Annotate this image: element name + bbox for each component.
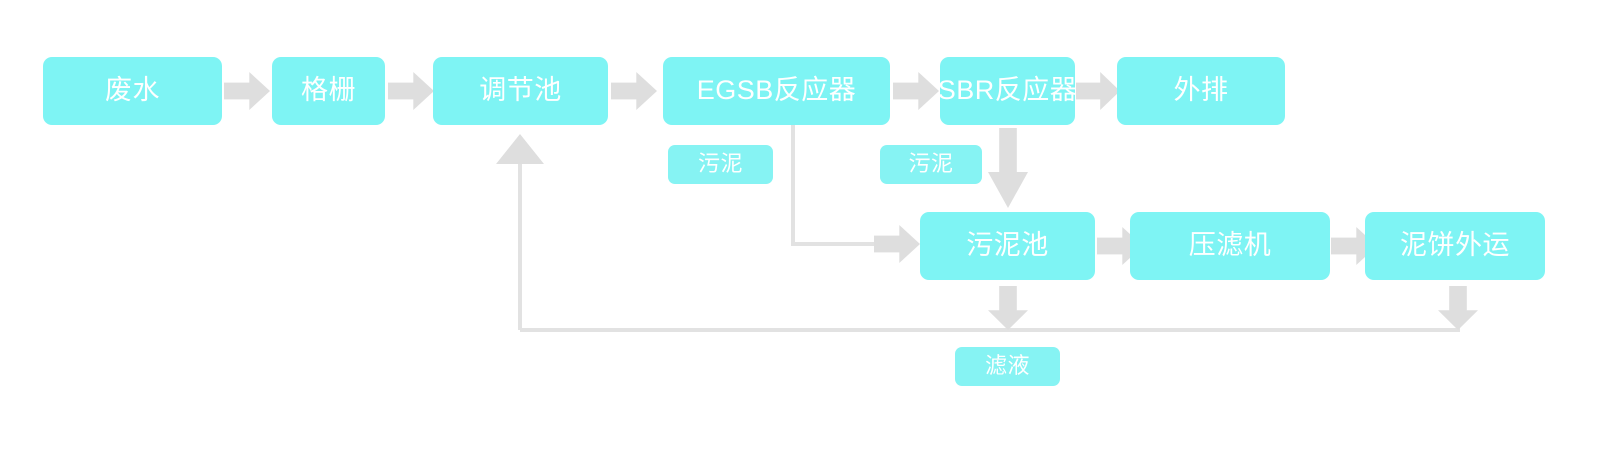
node-discharge[interactable]: 外排: [1117, 57, 1285, 125]
arrow-sbr-to-sludge-tank-icon: [988, 128, 1028, 208]
node-cake-transport[interactable]: 泥饼外运: [1365, 212, 1545, 280]
node-egsb-reactor-label: EGSB反应器: [696, 75, 857, 106]
node-grille-label: 格栅: [301, 75, 356, 106]
edge-label-filtrate-text: 滤液: [984, 353, 1030, 379]
edge-label-sludge-from-sbr-text: 污泥: [908, 151, 954, 177]
edge-label-sludge-from-egsb-text: 污泥: [697, 151, 743, 177]
node-sbr-reactor[interactable]: SBR反应器: [937, 57, 1078, 125]
egsb-sludge-vertical-line: [791, 120, 795, 246]
filtrate-return-arrowhead-icon: [496, 134, 544, 164]
filtrate-return-horizontal-line: [520, 328, 1460, 332]
node-discharge-label: 外排: [1173, 75, 1229, 106]
node-filter-press[interactable]: 压滤机: [1130, 212, 1330, 280]
arrow-sbr-to-discharge-icon: [1076, 72, 1120, 110]
node-sludge-tank[interactable]: 污泥池: [920, 212, 1095, 280]
arrow-wastewater-to-grille-icon: [224, 72, 270, 110]
node-wastewater[interactable]: 废水: [43, 57, 222, 125]
arrow-regulating-tank-to-egsb-icon: [611, 72, 657, 110]
node-sbr-reactor-label: SBR反应器: [937, 75, 1078, 106]
node-wastewater-label: 废水: [105, 75, 160, 106]
edge-label-sludge-from-egsb: 污泥: [668, 145, 773, 184]
node-regulating-tank-label: 调节池: [479, 75, 562, 106]
node-regulating-tank[interactable]: 调节池: [433, 57, 608, 125]
edge-label-sludge-from-sbr: 污泥: [880, 145, 982, 184]
edge-label-filtrate: 滤液: [955, 347, 1060, 386]
node-cake-transport-label: 泥饼外运: [1400, 230, 1510, 261]
filtrate-return-vertical-line: [518, 160, 522, 330]
egsb-sludge-horizontal-line: [791, 242, 883, 246]
node-egsb-reactor[interactable]: EGSB反应器: [663, 57, 890, 125]
node-filter-press-label: 压滤机: [1188, 230, 1272, 261]
node-sludge-tank-label: 污泥池: [966, 230, 1049, 261]
arrow-cake-transport-to-filtrate-icon: [1438, 286, 1478, 330]
arrow-egsb-to-sbr-icon: [893, 72, 939, 110]
arrow-sludge-tank-to-filtrate-icon: [988, 286, 1028, 330]
node-grille[interactable]: 格栅: [272, 57, 385, 125]
egsb-sludge-arrow-icon: [874, 225, 920, 263]
arrow-grille-to-regulating-tank-icon: [388, 72, 434, 110]
